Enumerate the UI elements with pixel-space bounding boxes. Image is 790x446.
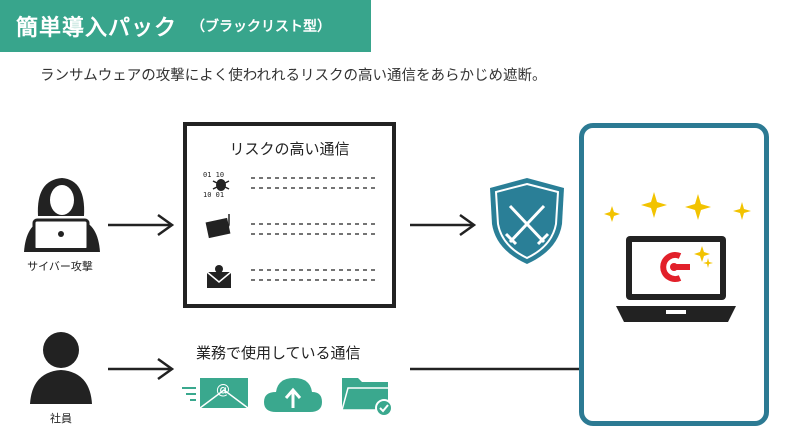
protected-device-panel	[579, 123, 769, 426]
malicious-mail-icon	[206, 265, 232, 288]
employee-label: 社員	[50, 412, 72, 425]
hacker-icon	[24, 178, 100, 252]
cloud-upload-icon	[264, 378, 322, 412]
attacker-label: サイバー攻撃	[27, 260, 93, 273]
phishing-card-icon	[205, 214, 231, 239]
arrow-employee-to-traffic	[108, 357, 175, 381]
employee-icon	[30, 332, 92, 404]
high-risk-traffic-box: リスクの高い通信 01 10 10 01	[183, 122, 396, 308]
sparkle-icons	[604, 192, 751, 222]
safe-traffic-title: 業務で使用している通信	[196, 344, 361, 362]
svg-text:01 10: 01 10	[203, 171, 224, 179]
banner-subtitle: （ブラックリスト型）	[191, 19, 332, 35]
svg-text:10 01: 10 01	[203, 191, 224, 199]
header-banner: 簡単導入パック （ブラックリスト型）	[0, 0, 371, 52]
arrow-attacker-to-box	[108, 213, 175, 237]
security-logo-icon	[660, 252, 690, 282]
mail-icon: @	[182, 378, 249, 409]
malware-code-icon: 01 10 10 01	[203, 171, 230, 199]
svg-text:@: @	[216, 382, 230, 398]
arrow-box-to-shield	[410, 213, 477, 237]
dashed-lines	[251, 177, 377, 281]
risk-box-title: リスクの高い通信	[229, 140, 350, 158]
arrow-traffic-to-device	[410, 357, 605, 381]
lead-text: ランサムウェアの攻撃によく使われれるリスクの高い通信をあらかじめ遮断。	[40, 68, 547, 84]
shield-icon	[490, 178, 564, 264]
banner-title: 簡単導入パック	[16, 16, 178, 41]
folder-check-icon	[341, 378, 393, 417]
